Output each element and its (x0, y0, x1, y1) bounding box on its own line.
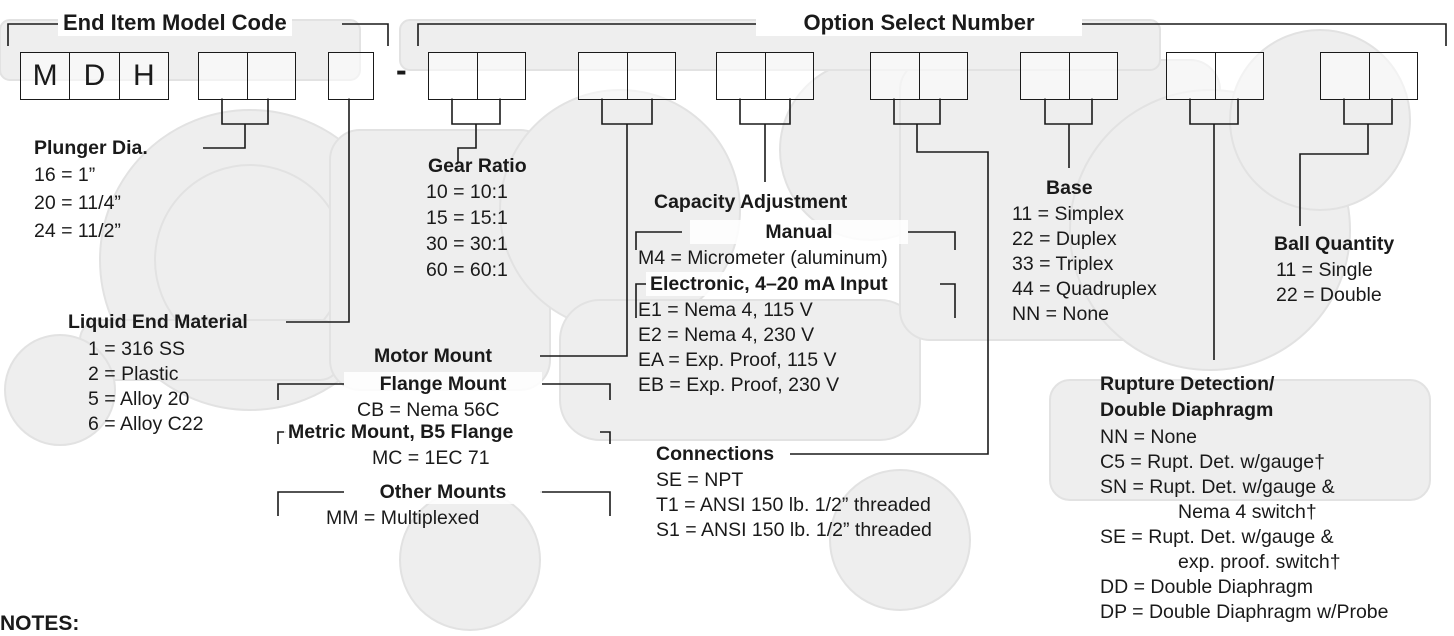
rupture-option-cont: Nema 4 switch† (1178, 501, 1317, 523)
rupture-option: SN = Rupt. Det. w/gauge & (1100, 476, 1335, 498)
motor-mount-title: Motor Mount (374, 345, 493, 367)
other-mounts-option: MM = Multiplexed (326, 507, 480, 529)
plunger-dia-title: Plunger Dia. (34, 137, 148, 159)
code-box-plunger (198, 52, 296, 100)
liquid-end-title: Liquid End Material (68, 311, 248, 333)
liquid-end-option: 2 = Plastic (88, 363, 179, 385)
rupture-option: NN = None (1100, 426, 1198, 448)
option-select-header: Option Select Number (756, 10, 1082, 36)
liquid-end-option: 6 = Alloy C22 (88, 413, 204, 435)
rupture-option: DD = Double Diaphragm (1100, 576, 1313, 598)
code-box-liquid-end (328, 52, 374, 100)
gear-ratio-option: 60 = 60:1 (426, 259, 508, 281)
code-box-rupture (1166, 52, 1264, 100)
gear-ratio-option: 10 = 10:1 (426, 181, 508, 203)
base-option: 44 = Quadruplex (1012, 278, 1157, 300)
code-box-base (1020, 52, 1118, 100)
flange-mount-title: Flange Mount (344, 372, 542, 396)
metric-mount-title: Metric Mount, B5 Flange (284, 420, 518, 444)
gear-ratio-title: Gear Ratio (428, 155, 527, 177)
liquid-end-option: 5 = Alloy 20 (88, 388, 190, 410)
ball-quantity-option: 11 = Single (1276, 259, 1373, 281)
code-dash: - (396, 52, 407, 88)
notes-label: NOTES: (0, 612, 80, 635)
plunger-option: 16 = 1” (34, 164, 96, 186)
rupture-title-2: Double Diaphragm (1100, 399, 1274, 421)
code-box-gear-ratio (428, 52, 526, 100)
connections-option: SE = NPT (656, 469, 744, 491)
electronic-option: EB = Exp. Proof, 230 V (638, 374, 840, 396)
rupture-option-cont: exp. proof. switch† (1178, 551, 1341, 573)
code-letter-d: D (70, 53, 120, 99)
base-option: 11 = Simplex (1012, 203, 1124, 225)
rupture-option: DP = Double Diaphragm w/Probe (1100, 601, 1389, 623)
ball-quantity-title: Ball Quantity (1274, 233, 1395, 255)
rupture-title: Rupture Detection/ (1100, 373, 1275, 395)
code-box-capacity (716, 52, 814, 100)
base-option: NN = None (1012, 303, 1110, 325)
electronic-option: E1 = Nema 4, 115 V (638, 299, 813, 321)
liquid-end-option: 1 = 316 SS (88, 338, 186, 360)
gear-ratio-option: 15 = 15:1 (426, 207, 508, 229)
rupture-option: SE = Rupt. Det. w/gauge & (1100, 526, 1334, 548)
code-box-motor-mount (578, 52, 676, 100)
plunger-option: 24 = 11/2” (34, 220, 121, 242)
model-code-header: End Item Model Code (58, 10, 292, 36)
model-code-box-mdh: M D H (20, 52, 169, 100)
connections-option: S1 = ANSI 150 lb. 1/2” threaded (656, 519, 932, 541)
ball-quantity-option: 22 = Double (1276, 284, 1382, 306)
base-option: 22 = Duplex (1012, 228, 1117, 250)
connections-title: Connections (656, 443, 775, 465)
code-box-ball (1320, 52, 1418, 100)
gear-ratio-option: 30 = 30:1 (426, 233, 508, 255)
metric-mount-option: MC = 1EC 71 (372, 447, 490, 469)
capacity-title: Capacity Adjustment (654, 191, 848, 213)
connections-option: T1 = ANSI 150 lb. 1/2” threaded (656, 494, 931, 516)
code-letter-m: M (21, 53, 71, 99)
base-title: Base (1046, 177, 1093, 199)
code-letter-h: H (132, 59, 155, 92)
rupture-option: C5 = Rupt. Det. w/gauge† (1100, 451, 1325, 473)
manual-title: Manual (690, 220, 908, 244)
base-option: 33 = Triplex (1012, 253, 1114, 275)
other-mounts-title: Other Mounts (344, 480, 542, 504)
electronic-option: E2 = Nema 4, 230 V (638, 324, 815, 346)
manual-option: M4 = Micrometer (aluminum) (638, 247, 888, 269)
plunger-option: 20 = 11/4” (34, 192, 121, 214)
electronic-title: Electronic, 4–20 mA Input (646, 272, 892, 296)
electronic-option: EA = Exp. Proof, 115 V (638, 349, 837, 371)
code-box-connections (870, 52, 968, 100)
flange-mount-option: CB = Nema 56C (357, 399, 500, 421)
